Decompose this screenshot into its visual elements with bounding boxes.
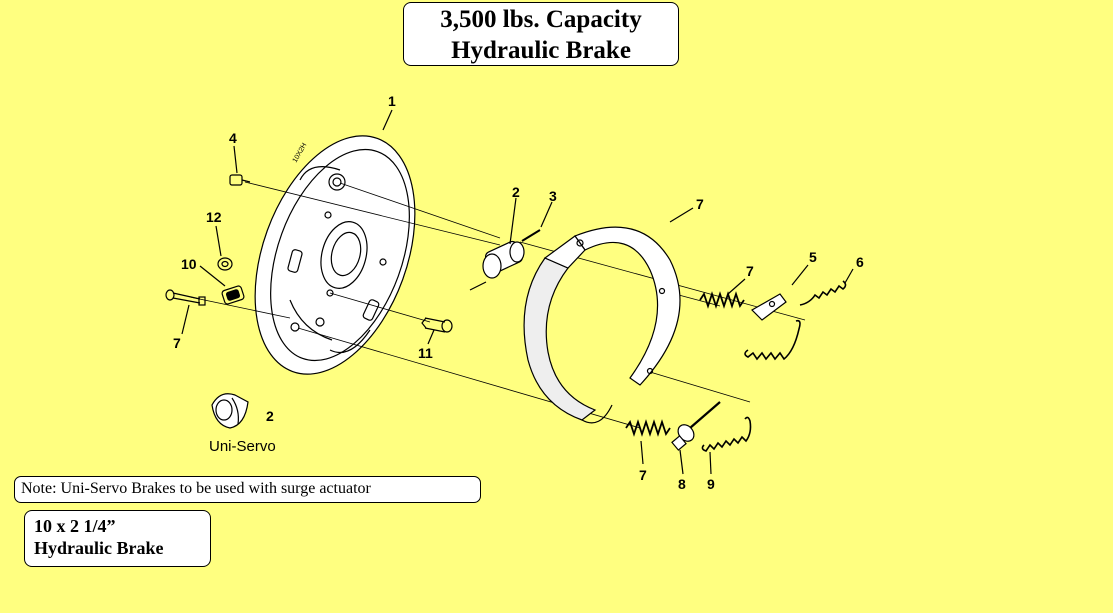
- retractor-spring: [799, 280, 847, 306]
- hold-down-pin: [165, 289, 206, 306]
- label-adjuster: 8: [678, 476, 686, 492]
- label-bleeder-pin: 3: [549, 188, 557, 204]
- size-line-1: 10 x 2 1/4”: [34, 516, 116, 536]
- label-uni-servo-cylinder: 2: [266, 408, 274, 424]
- uni-servo-cylinder: [211, 393, 249, 429]
- size-line-2: Hydraulic Brake: [34, 538, 164, 558]
- note-text: Note: Uni-Servo Brakes to be used with s…: [21, 480, 371, 497]
- backing-plate-marking: 10X2H: [292, 142, 309, 164]
- bolt: [421, 317, 453, 333]
- shoe-spring-lower: [625, 419, 671, 437]
- label-adjuster-spring: 9: [707, 476, 715, 492]
- adjuster: [671, 401, 721, 451]
- adjuster-lever: [751, 293, 787, 321]
- label-bleeder-screw: 4: [229, 130, 237, 146]
- title-line-2: Hydraulic Brake: [451, 37, 631, 64]
- brake-shoe: [523, 226, 681, 424]
- label-shoe: 7: [696, 196, 704, 212]
- label-bolt: 11: [418, 345, 433, 361]
- label-nut: 12: [206, 209, 222, 225]
- label-lower-spring: 7: [639, 467, 647, 483]
- label-retractor-spring: 6: [856, 254, 864, 270]
- label-adjuster-lever: 5: [809, 249, 817, 265]
- shoe-spring-upper: [699, 291, 745, 309]
- label-shoe-spring: 7: [746, 263, 754, 279]
- nut: [217, 257, 233, 271]
- title-box: 3,500 lbs. Capacity Hydraulic Brake: [403, 2, 679, 66]
- uni-servo-label: Uni-Servo: [209, 438, 276, 455]
- adjuster-spring: [701, 416, 752, 452]
- size-box: 10 x 2 1/4” Hydraulic Brake: [24, 510, 211, 567]
- label-hold-down-pin: 7: [173, 335, 181, 351]
- note-box: Note: Uni-Servo Brakes to be used with s…: [14, 476, 481, 503]
- label-backing-plate: 1: [388, 93, 396, 109]
- backing-plate: [254, 135, 416, 375]
- wheel-cylinder: [469, 240, 525, 291]
- label-clip: 10: [181, 256, 197, 272]
- title-line-1: 3,500 lbs. Capacity: [440, 6, 642, 33]
- clip: [221, 285, 245, 305]
- label-wheel-cylinder: 2: [512, 184, 520, 200]
- lower-spring: [744, 319, 801, 361]
- bleeder-screw: [229, 174, 251, 186]
- bleeder-pin: [521, 229, 541, 242]
